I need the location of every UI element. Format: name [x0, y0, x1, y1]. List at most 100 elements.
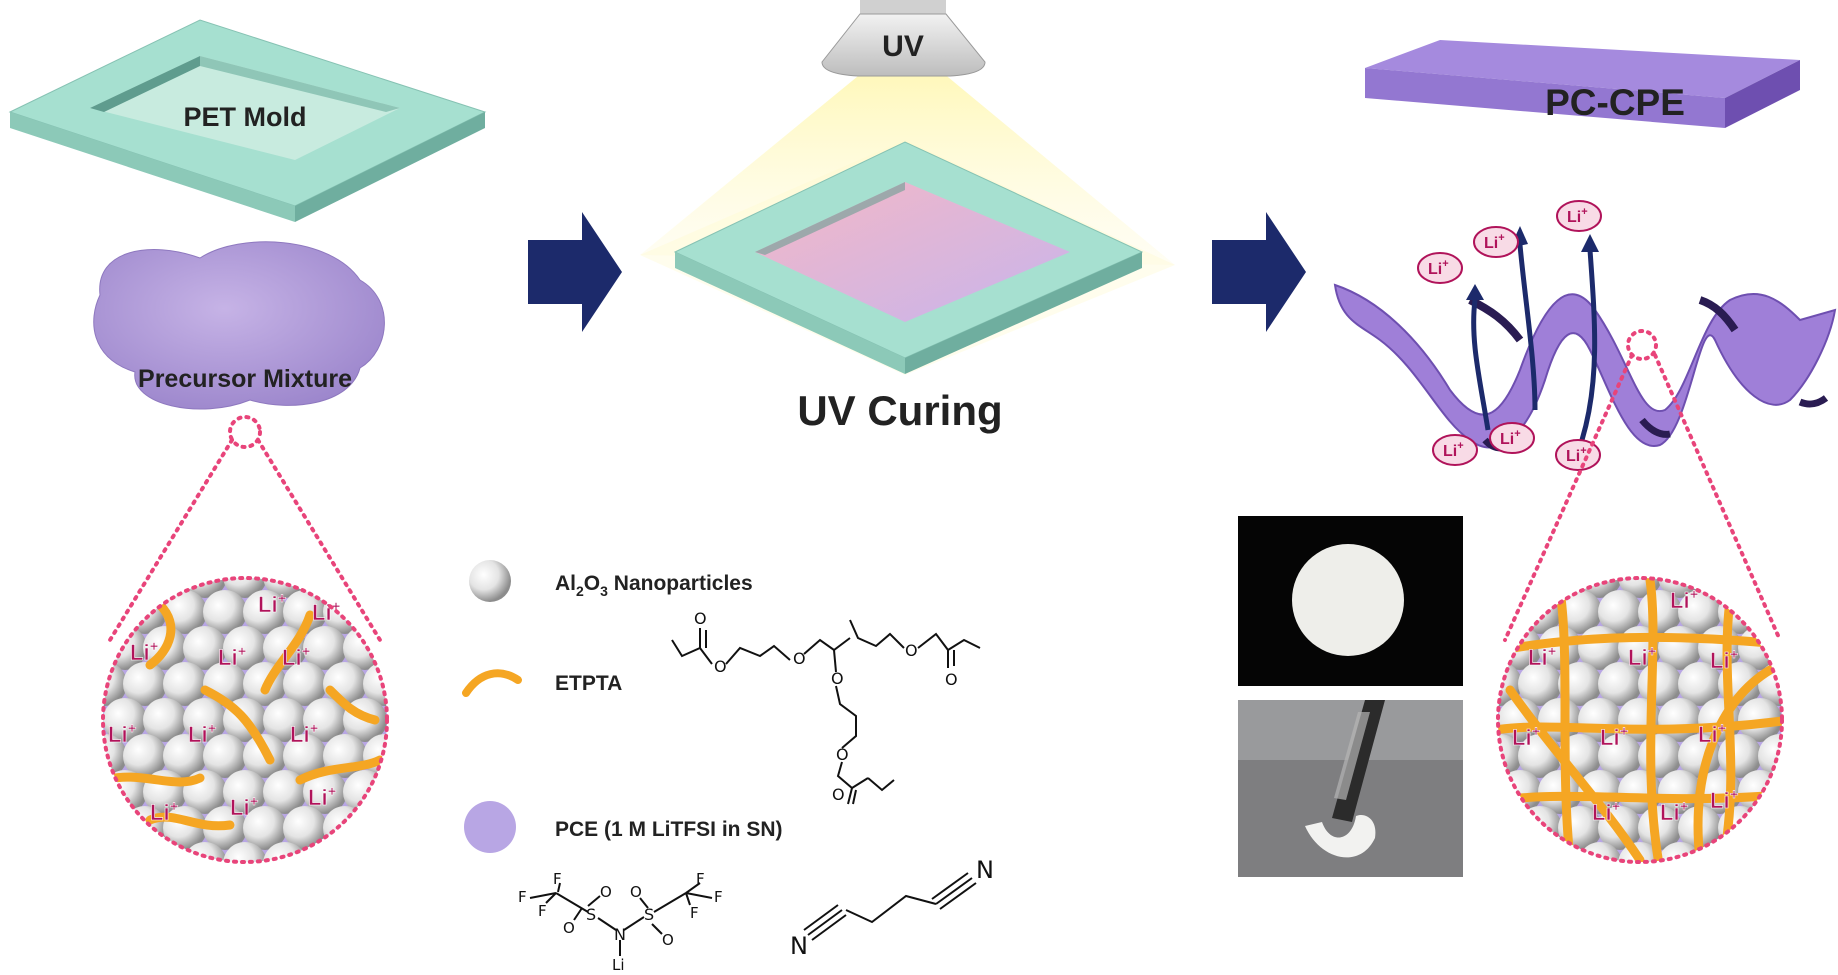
li-ions-membrane: Li+Li+Li+Li+Li+Li+: [1417, 200, 1602, 471]
succinonitrile-structure: [803, 872, 977, 941]
zoom-lines-right: [1503, 353, 1782, 642]
nanoparticle: [103, 698, 147, 742]
li-ion-badge: [1555, 439, 1601, 471]
atom-o: O: [694, 609, 707, 628]
li-ion-label: Li+: [308, 783, 337, 810]
nanoparticle: [283, 590, 327, 634]
atom-f: F: [538, 902, 547, 920]
li-ion-label: Li+: [1670, 586, 1699, 613]
uv-lamp: UV: [821, 0, 986, 77]
atom-n: N: [614, 925, 626, 944]
nanoparticle: [263, 698, 307, 742]
li-ion-label: Li+: [108, 720, 137, 747]
nanoparticle: [243, 806, 287, 850]
photo-membrane-bent: [1238, 700, 1463, 877]
atom-s: S: [644, 905, 654, 924]
nanoparticle: [283, 662, 327, 706]
li-ion-label: Li+: [130, 638, 159, 665]
li-ion-label: Li+: [1428, 258, 1449, 278]
etpta-atoms: O O O O O O O O: [694, 609, 958, 804]
li-ion-badge: [1432, 434, 1478, 466]
nanoparticle: [1598, 662, 1642, 706]
nanoparticle: [1518, 806, 1562, 850]
atom-f: F: [714, 888, 723, 906]
uv-curing-stage: UV UV Curing: [640, 0, 1175, 434]
atom-f: F: [696, 870, 705, 888]
nanoparticle: [1618, 842, 1662, 862]
atom-o: O: [630, 883, 642, 901]
precursor-mixture: Precursor Mixture: [93, 241, 385, 410]
atom-o: O: [945, 670, 958, 689]
nanoparticle: [163, 734, 207, 778]
nanoparticle: [1598, 734, 1642, 778]
pet-mold: PET Mold: [8, 19, 487, 222]
li-ion-label: Li+: [1660, 798, 1689, 825]
legend-item-etpta: ETPTA: [462, 669, 622, 697]
li-ion-label: Li+: [1600, 723, 1629, 750]
li-ion-label: Li+: [1443, 440, 1464, 460]
nanoparticle: [203, 734, 247, 778]
atom-n: N: [790, 932, 808, 960]
atom-li: Li: [612, 956, 625, 974]
nanoparticle: [183, 626, 227, 670]
atom-o: O: [600, 883, 612, 901]
li-ion-label: Li+: [1710, 786, 1739, 813]
precursor-zoom-circle: Li+Li+Li+Li+Li+Li+Li+Li+Li+Li+Li+: [101, 576, 389, 864]
li-ion-label: Li+: [1512, 723, 1541, 750]
li-ion-label: Li+: [230, 793, 259, 820]
legend-pce-label: PCE (1 M LiTFSI in SN): [555, 818, 783, 841]
atom-o: O: [831, 669, 844, 688]
li-ions-right: Li+Li+Li+Li+Li+Li+Li+Li+Li+Li+: [1512, 586, 1739, 826]
nanoparticle: [1678, 662, 1722, 706]
li-ions-left: Li+Li+Li+Li+Li+Li+Li+Li+Li+Li+Li+: [108, 590, 341, 826]
nanoparticle: [143, 698, 187, 742]
nanoparticle: [223, 842, 267, 862]
legend-al2o3-label: Al2O3 Nanoparticles: [555, 572, 753, 599]
li-ion-label: Li+: [218, 643, 247, 670]
li-ion-label: Li+: [290, 720, 319, 747]
nanoparticle: [323, 806, 367, 850]
zoom-lines-left: [108, 415, 382, 642]
pet-mold-label: PET Mold: [184, 102, 307, 132]
process-arrow-1: [528, 212, 622, 332]
li-ion-badge: [1556, 200, 1602, 232]
litfsi-atoms: F F F S O O N Li S O O F F F: [518, 870, 723, 974]
pc-cpe-zoom-circle: Li+Li+Li+Li+Li+Li+Li+Li+Li+Li+: [1496, 576, 1784, 864]
li-ion-label: Li+: [1592, 798, 1621, 825]
nanoparticle: [243, 590, 287, 634]
li-ion-badge: [1417, 252, 1463, 284]
nanoparticle: [1578, 770, 1622, 814]
li-ion-label: Li+: [1628, 643, 1657, 670]
atom-o: O: [836, 745, 849, 764]
process-arrow-2: [1212, 212, 1306, 332]
etpta-network-right: [1498, 578, 1782, 862]
lavender-circle-icon: [464, 801, 516, 853]
li-ion-label: Li+: [1698, 720, 1727, 747]
white-sphere-icon: [469, 560, 511, 602]
nanoparticle: [1598, 590, 1642, 634]
legend: Al2O3 Nanoparticles ETPTA PCE (1 M LiTFS…: [462, 560, 783, 853]
nanoparticle: [223, 578, 267, 598]
legend-etpta-label: ETPTA: [555, 672, 622, 695]
nanoparticle: [283, 734, 327, 778]
li-ion-label: Li+: [1528, 643, 1557, 670]
atom-o: O: [662, 931, 674, 949]
nanoparticle: [303, 698, 347, 742]
pc-cpe-label: PC-CPE: [1545, 82, 1685, 123]
legend-item-al2o3: Al2O3 Nanoparticles: [469, 560, 753, 602]
nanoparticle: [203, 590, 247, 634]
litfsi-structure: [529, 882, 713, 956]
nanoparticle: [223, 770, 267, 814]
legend-item-pce: PCE (1 M LiTFSI in SN): [464, 801, 783, 853]
atom-o: O: [714, 657, 727, 676]
atom-o: O: [832, 785, 845, 804]
li-ion-label: Li+: [150, 798, 179, 825]
li-ion-label: Li+: [1484, 232, 1505, 252]
nanoparticle: [303, 626, 347, 670]
atom-f: F: [690, 904, 699, 922]
pc-cpe-slab: PC-CPE: [1365, 40, 1800, 128]
succinonitrile-atoms: N N: [790, 856, 994, 960]
li-ion-label: Li+: [1500, 428, 1521, 448]
atom-f: F: [518, 888, 527, 906]
